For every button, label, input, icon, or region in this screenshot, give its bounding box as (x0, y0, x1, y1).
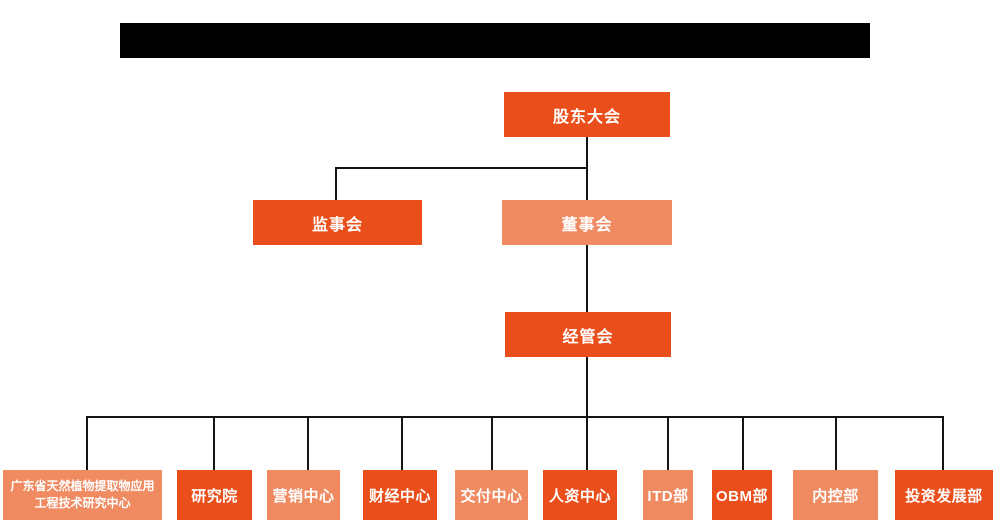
org-node-itd-department: ITD部 (643, 470, 693, 520)
org-node-board-of-directors: 董事会 (502, 200, 672, 245)
org-node-obm-department: OBM部 (712, 470, 772, 520)
connector-line (86, 416, 944, 418)
connector-line (307, 416, 309, 470)
connector-line (742, 416, 744, 470)
org-node-research-institute: 研究院 (177, 470, 252, 520)
connector-line (942, 416, 944, 470)
org-node-management-committee: 经管会 (505, 312, 671, 357)
connector-line (667, 416, 669, 470)
connector-line (586, 245, 588, 312)
org-node-hr-center: 人资中心 (543, 470, 617, 520)
org-node-internal-control-department: 内控部 (793, 470, 878, 520)
connector-line (213, 416, 215, 470)
org-node-supervisory-board: 监事会 (253, 200, 422, 245)
connector-line (586, 356, 588, 470)
org-node-investment-development-department: 投资发展部 (895, 470, 993, 520)
connector-line (335, 167, 337, 200)
org-node-shareholders-meeting: 股东大会 (504, 92, 670, 137)
redacted-title-bar (120, 23, 870, 58)
connector-line (491, 416, 493, 470)
org-node-delivery-center: 交付中心 (455, 470, 528, 520)
connector-line (335, 167, 588, 169)
org-node-finance-center: 财经中心 (363, 470, 437, 520)
org-node-marketing-center: 营销中心 (267, 470, 340, 520)
connector-line (401, 416, 403, 470)
connector-line (835, 416, 837, 470)
org-node-gd-research-center: 广东省天然植物提取物应用工程技术研究中心 (3, 470, 162, 520)
connector-line (86, 416, 88, 470)
